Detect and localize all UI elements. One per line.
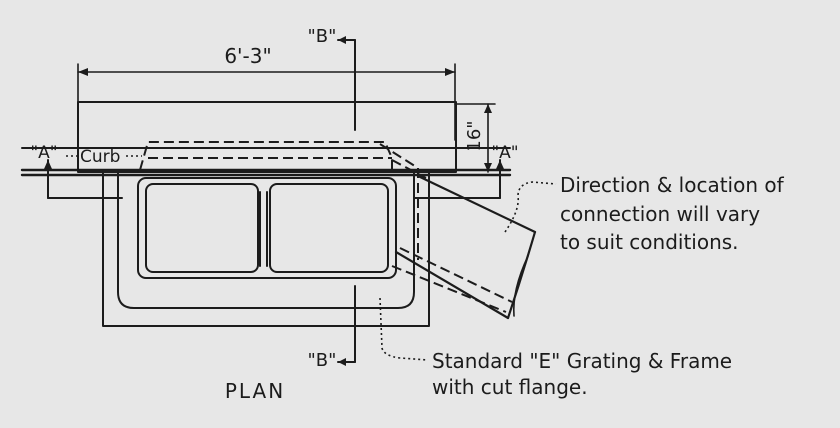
section-a-left-label: "A" bbox=[30, 143, 57, 163]
inlet-outer-box bbox=[102, 171, 430, 327]
curb-label: Curb bbox=[80, 147, 120, 167]
plan-title: PLAN bbox=[225, 379, 285, 403]
connection-note-line-3: to suit conditions. bbox=[560, 230, 739, 254]
grating-panel-right bbox=[269, 183, 389, 273]
grating-note-line-2: with cut flange. bbox=[432, 375, 588, 399]
section-b-top-marker bbox=[337, 36, 356, 131]
frame-dashed-top bbox=[139, 141, 393, 171]
grating-panel-left bbox=[145, 183, 259, 273]
grating-frame bbox=[137, 177, 397, 279]
curb-top-outline bbox=[77, 101, 457, 173]
grating-note: Standard "E" Grating & Frame with cut fl… bbox=[432, 349, 732, 399]
grating-note-line-1: Standard "E" Grating & Frame bbox=[432, 349, 732, 373]
connection-pipe bbox=[379, 143, 537, 320]
connection-note-line-1: Direction & location of bbox=[560, 173, 785, 197]
width-dimension-label: 6'-3" bbox=[224, 44, 271, 68]
section-b-bottom-marker bbox=[337, 285, 356, 366]
grating-note-leader bbox=[379, 297, 429, 361]
section-a-right-label: "A" bbox=[491, 143, 518, 163]
section-b-top-label: "B" bbox=[308, 26, 337, 47]
connection-note-line-2: connection will vary bbox=[560, 202, 760, 226]
connection-note: Direction & location of connection will … bbox=[560, 173, 785, 254]
height-dimension bbox=[454, 103, 496, 173]
height-dimension-label: 16" bbox=[464, 120, 485, 151]
section-a-left-marker bbox=[44, 159, 123, 199]
connection-note-leader bbox=[504, 181, 557, 233]
section-b-bottom-label: "B" bbox=[308, 350, 337, 371]
inlet-inner-outline bbox=[117, 171, 415, 309]
